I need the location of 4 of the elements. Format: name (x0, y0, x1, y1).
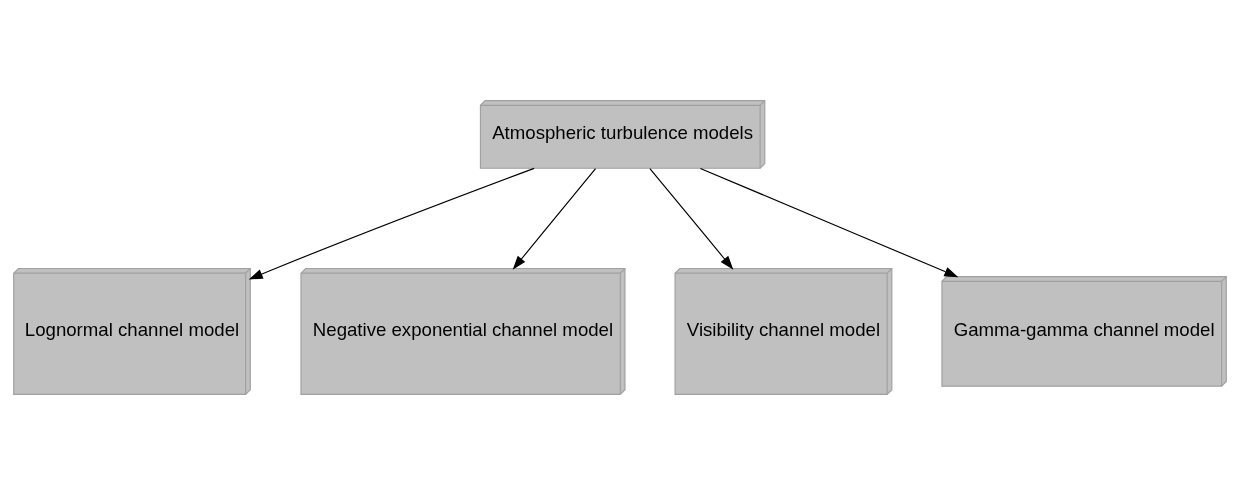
arrow (248, 167, 535, 280)
arrow (649, 168, 734, 270)
arrow (512, 168, 597, 270)
arrow (699, 167, 959, 278)
